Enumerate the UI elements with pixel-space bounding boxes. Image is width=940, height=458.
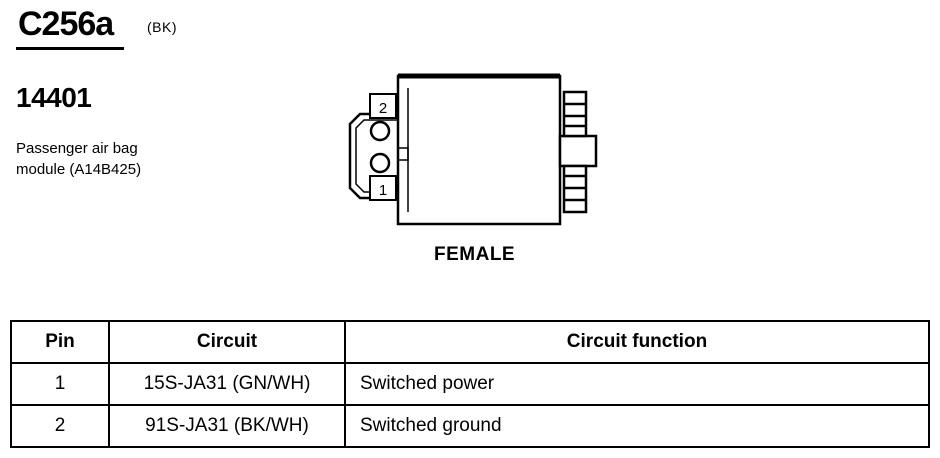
connector-id: C256a xyxy=(18,5,114,43)
cavity-1-label: 1 xyxy=(379,182,387,199)
cavity-2 xyxy=(369,120,391,142)
connector-grip-upper xyxy=(562,90,588,138)
cavity-2-label-box xyxy=(369,93,397,119)
connector-face-diagram: 2 1 xyxy=(348,73,598,226)
pin-cell: 1 xyxy=(10,362,110,406)
connector-id-underline xyxy=(16,47,124,50)
connector-body xyxy=(396,74,562,226)
table-row: 2 91S-JA31 (BK/WH) Switched ground xyxy=(10,404,930,448)
connector-latch xyxy=(348,112,398,200)
column-header-pin: Pin xyxy=(10,320,110,364)
column-header-circuit: Circuit xyxy=(108,320,346,364)
cavity-2-label: 2 xyxy=(379,100,387,117)
pin-cell: 2 xyxy=(10,404,110,448)
connector-gender-label: FEMALE xyxy=(434,244,516,265)
connector-latch-notch xyxy=(398,147,409,161)
circuit-function-cell: Switched ground xyxy=(344,404,930,448)
cavity-1 xyxy=(369,152,391,174)
part-number: 14401 xyxy=(16,82,92,113)
description-line: module (A14B425) xyxy=(16,161,142,178)
circuit-cell: 91S-JA31 (BK/WH) xyxy=(108,404,346,448)
circuit-cell: 15S-JA31 (GN/WH) xyxy=(108,362,346,406)
pinout-table: Pin Circuit Circuit function 1 15S-JA31 … xyxy=(10,320,930,448)
cavity-1-label-box xyxy=(369,175,397,201)
description-line: Passenger air bag xyxy=(16,140,138,157)
table-row: 1 15S-JA31 (GN/WH) Switched power xyxy=(10,362,930,406)
table-header-row: Pin Circuit Circuit function xyxy=(10,320,930,364)
connector-right-tab xyxy=(558,134,598,168)
component-description: Passenger air bag module (A14B425) xyxy=(16,138,141,180)
connector-color-code: (BK) xyxy=(147,19,177,35)
circuit-function-cell: Switched power xyxy=(344,362,930,406)
column-header-circuit-function: Circuit function xyxy=(344,320,930,364)
